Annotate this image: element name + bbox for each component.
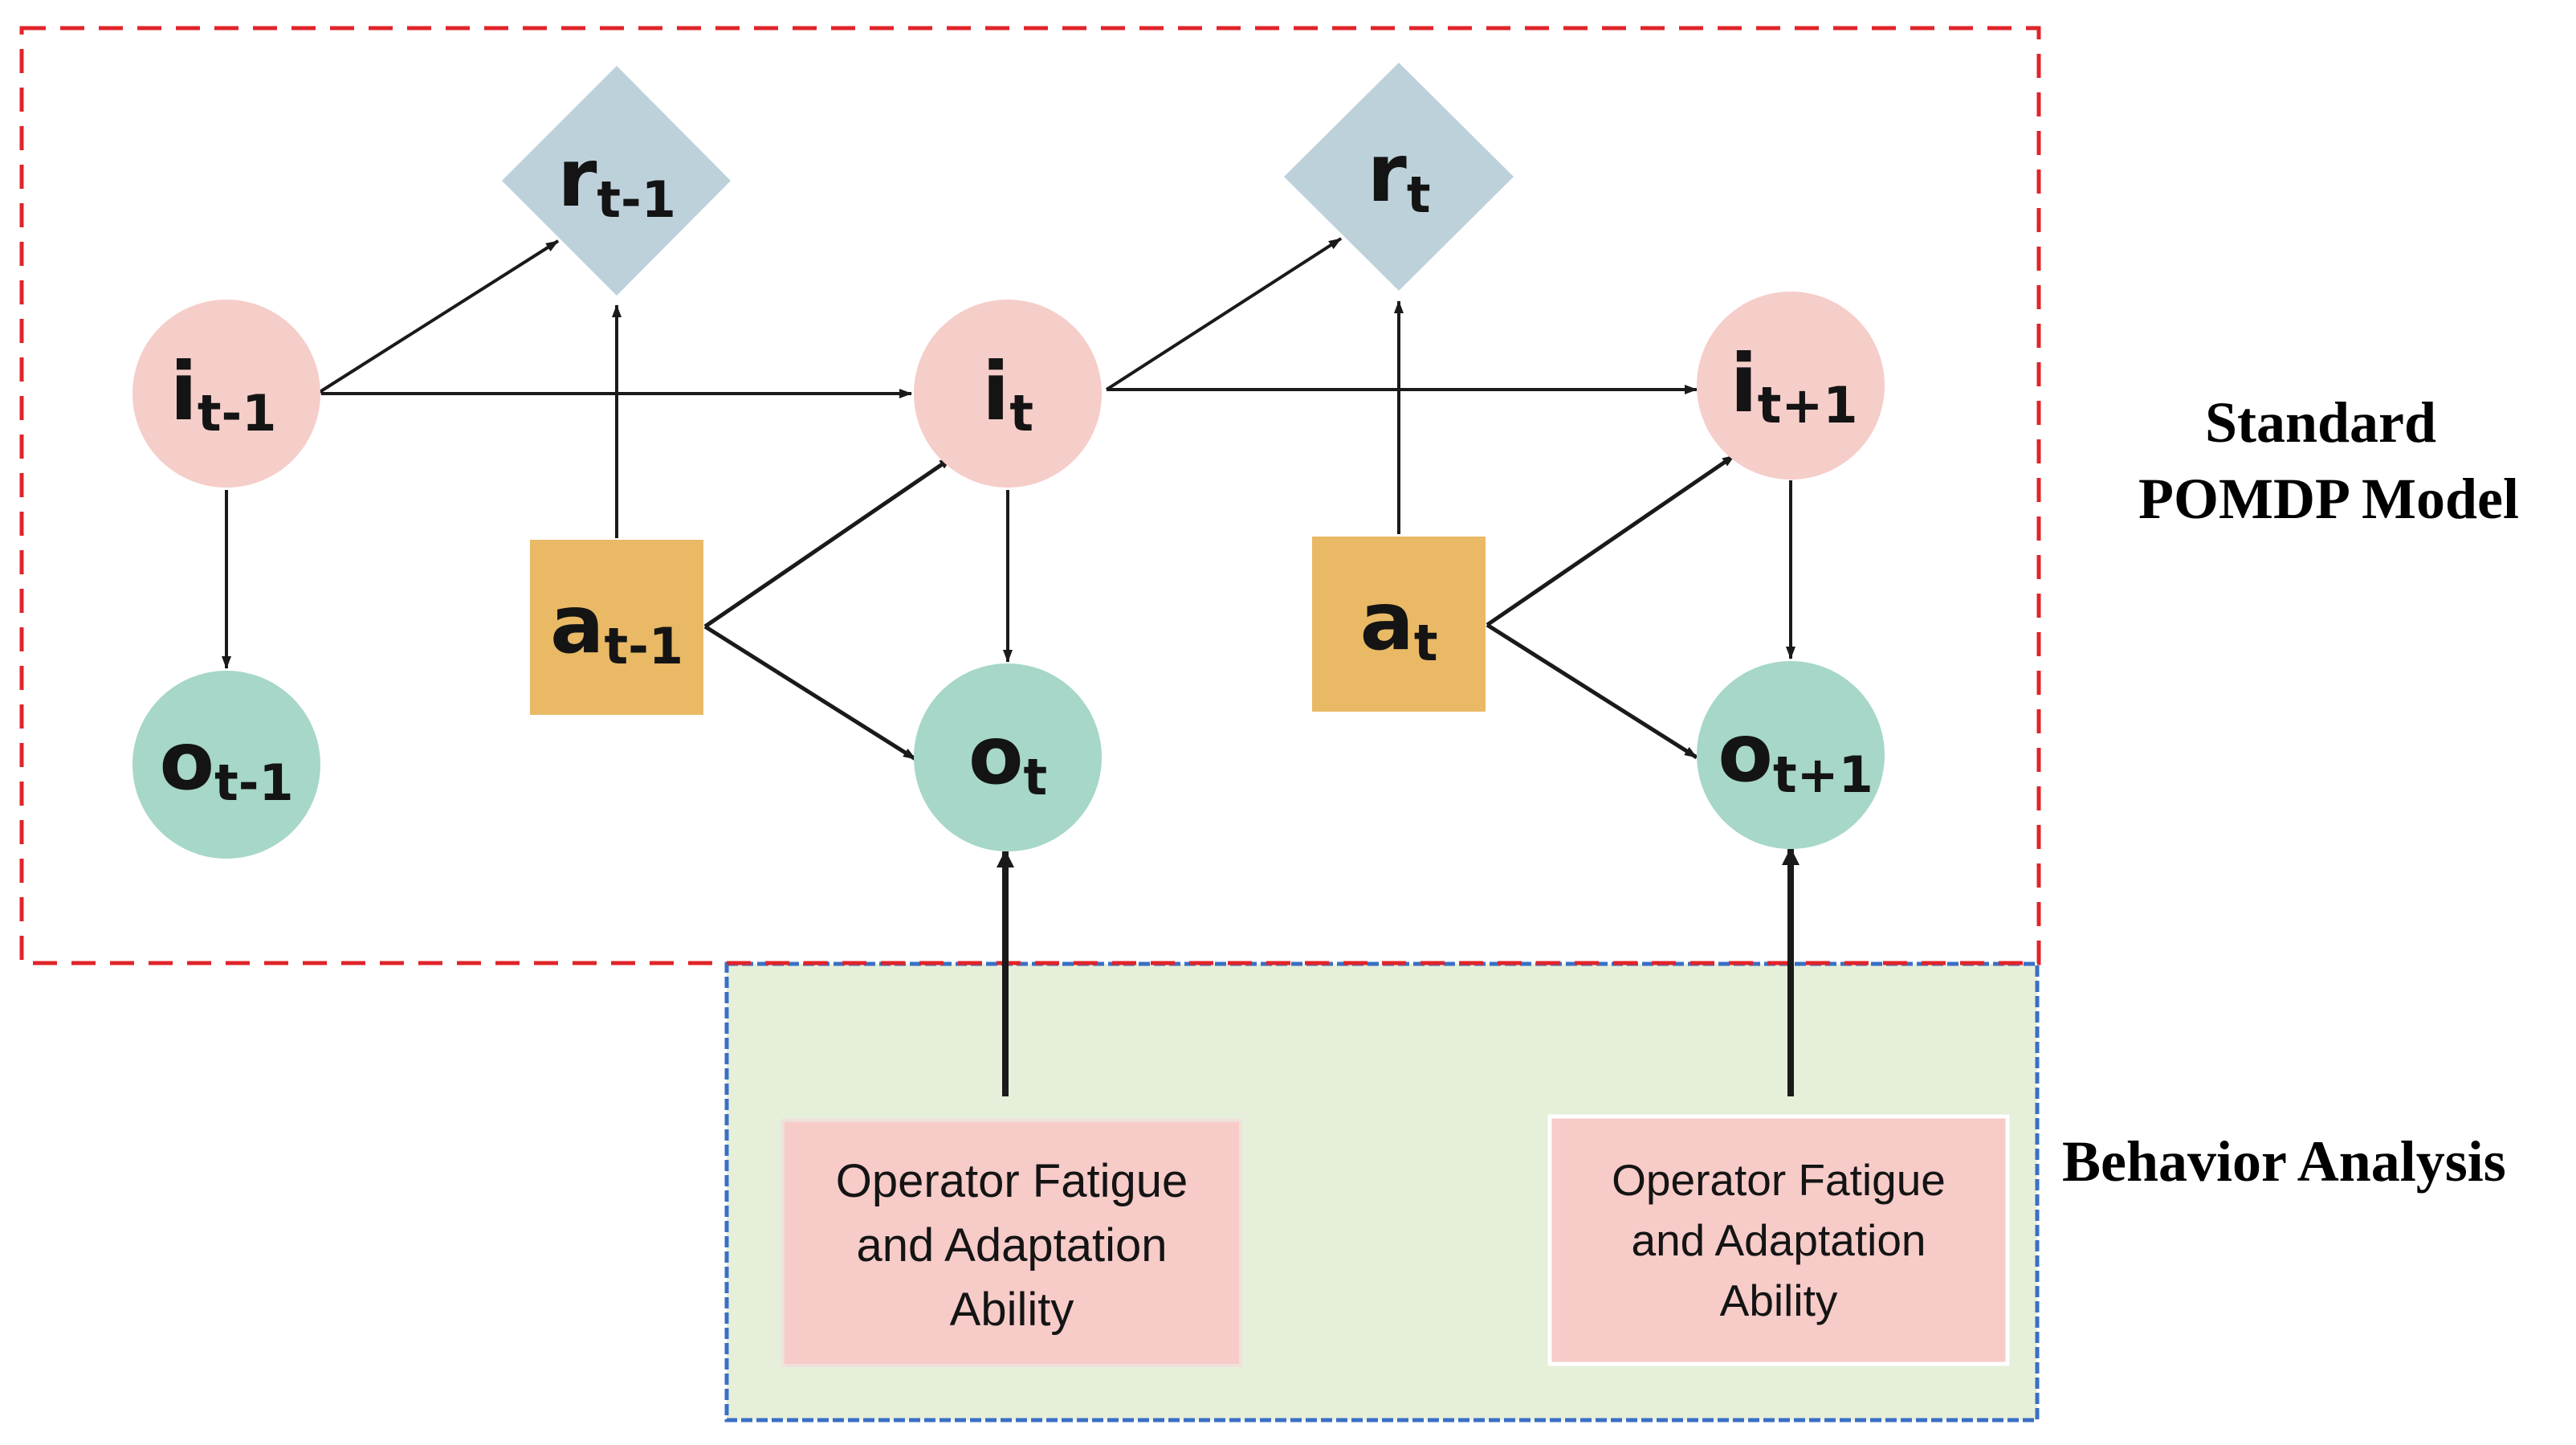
behavior-box-left: Operator Fatigue and Adaptation Ability	[781, 1119, 1242, 1367]
edge-a-t-to-o-next	[1486, 622, 1698, 760]
node-o-next: ot+1	[1697, 661, 1885, 849]
node-a-prev: at-1	[530, 540, 703, 715]
svg-text:it-1: it-1	[170, 345, 277, 443]
node-i-next-main: i	[1730, 337, 1757, 431]
standard-pomdp-label-line2: POMDP Model	[2138, 467, 2519, 531]
behavior-box-right-line2: and Adaptation	[1631, 1215, 1926, 1265]
node-i-prev: it-1	[132, 300, 320, 488]
behavior-box-right-line1: Operator Fatigue	[1612, 1155, 1946, 1205]
node-r-t-sub: t	[1407, 165, 1431, 224]
node-r-prev: rt-1	[502, 66, 731, 296]
node-o-next-sub: t+1	[1773, 745, 1873, 804]
edge-a-prev-to-i-t	[703, 455, 953, 629]
behavior-box-left-line2: and Adaptation	[856, 1219, 1167, 1272]
node-i-t-sub: t	[1009, 384, 1033, 443]
edge-a-prev-to-o-t	[703, 624, 917, 761]
node-r-t: rt	[1284, 63, 1514, 291]
node-o-prev-main: o	[159, 714, 214, 808]
node-i-prev-sub: t-1	[198, 384, 277, 443]
node-o-prev: ot-1	[132, 671, 320, 859]
svg-text:ot+1: ot+1	[1718, 706, 1873, 804]
node-a-prev-sub: t-1	[604, 617, 683, 676]
svg-text:it: it	[982, 345, 1033, 443]
node-i-t: it	[914, 300, 1102, 488]
standard-pomdp-region	[19, 26, 2041, 965]
node-i-next-sub: t+1	[1758, 376, 1858, 435]
svg-text:rt-1: rt-1	[557, 131, 676, 229]
node-a-t-sub: t	[1414, 614, 1438, 672]
node-o-t-sub: t	[1024, 748, 1048, 806]
svg-text:at: at	[1359, 574, 1437, 672]
node-a-t-main: a	[1359, 574, 1413, 668]
edge-i-prev-to-r-prev	[316, 239, 560, 395]
edges	[222, 237, 1800, 1096]
svg-text:at-1: at-1	[550, 578, 683, 676]
svg-text:ot-1: ot-1	[159, 714, 293, 812]
edge-i-t-to-r-t	[1105, 237, 1343, 391]
node-i-next: it+1	[1697, 292, 1885, 480]
node-i-prev-main: i	[170, 345, 198, 439]
node-r-t-main: r	[1367, 126, 1408, 220]
node-r-prev-sub: t-1	[597, 170, 676, 229]
node-o-prev-sub: t-1	[214, 753, 294, 812]
behavior-box-left-line1: Operator Fatigue	[836, 1155, 1188, 1207]
node-o-next-main: o	[1718, 706, 1773, 800]
svg-text:ot: ot	[968, 708, 1047, 806]
node-i-t-main: i	[982, 345, 1009, 439]
node-a-t: at	[1312, 537, 1486, 712]
node-r-prev-main: r	[557, 131, 597, 225]
behavior-box-right-line3: Ability	[1720, 1276, 1838, 1325]
svg-text:it+1: it+1	[1730, 337, 1857, 435]
node-a-prev-main: a	[550, 578, 604, 671]
behavior-box-right: Operator Fatigue and Adaptation Ability	[1547, 1114, 2010, 1366]
behavior-box-left-line3: Ability	[950, 1284, 1074, 1336]
behavior-analysis-label: Behavior Analysis	[2062, 1129, 2506, 1194]
svg-text:rt: rt	[1367, 126, 1431, 224]
edge-a-t-to-i-next	[1486, 453, 1736, 627]
node-o-t-main: o	[968, 708, 1024, 802]
standard-pomdp-label-line1: Standard	[2205, 390, 2436, 455]
node-o-t: ot	[914, 663, 1102, 851]
